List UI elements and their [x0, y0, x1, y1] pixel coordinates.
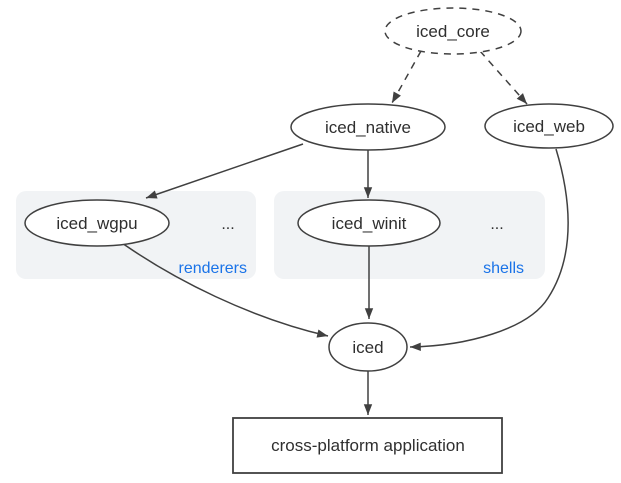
node-iced-web-label: iced_web	[513, 117, 585, 136]
node-iced-core	[384, 7, 522, 55]
shells-group-label: shells	[483, 260, 524, 277]
shells-ellipsis: ...	[490, 216, 503, 233]
arrow-web-to-iced	[409, 148, 569, 352]
node-iced-winit-label: iced_winit	[332, 214, 407, 233]
arrow-core-to-web	[479, 50, 528, 105]
renderers-group-label: renderers	[179, 260, 247, 277]
renderers-ellipsis: ...	[221, 216, 234, 233]
node-iced-winit	[297, 199, 441, 247]
application-box	[232, 417, 503, 474]
node-iced-wgpu-label: iced_wgpu	[56, 214, 137, 233]
node-iced-core-label: iced_core	[416, 22, 490, 41]
arrow-native-to-wgpu	[145, 143, 304, 199]
node-iced-wgpu	[24, 199, 170, 247]
node-iced-native	[290, 103, 446, 151]
arrow-core-to-native	[391, 50, 422, 104]
node-iced	[328, 322, 408, 372]
arrow-wgpu-to-iced	[121, 242, 329, 338]
node-iced-label: iced	[352, 338, 383, 357]
node-iced-native-label: iced_native	[325, 118, 411, 137]
application-label: cross-platform application	[271, 436, 465, 455]
node-iced-web	[484, 103, 614, 149]
